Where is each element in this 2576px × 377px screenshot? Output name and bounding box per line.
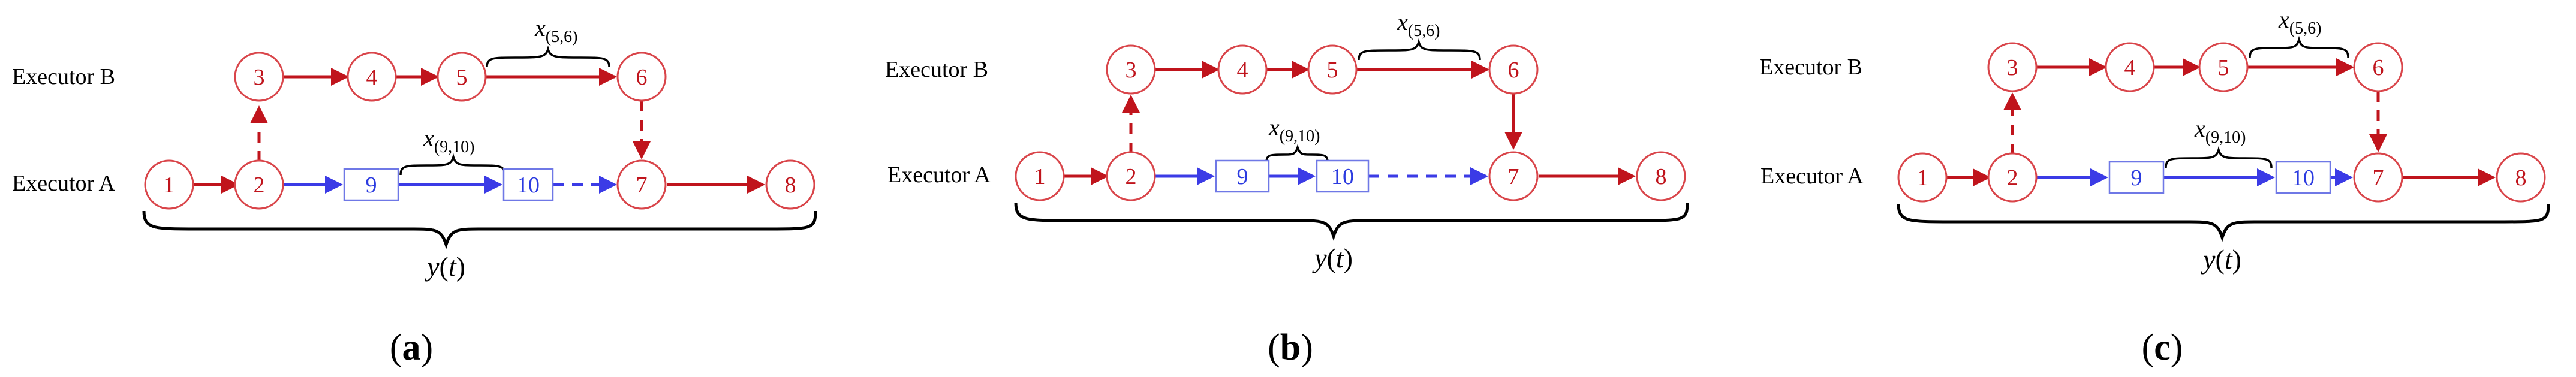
- svg-text:1: 1: [1034, 164, 1046, 189]
- node-8: 8: [765, 159, 815, 210]
- node-5: 5: [2198, 42, 2249, 92]
- svg-text:4: 4: [1237, 58, 1248, 83]
- svg-text:2: 2: [1126, 164, 1137, 189]
- caption-a: (a): [390, 327, 433, 368]
- brace-x910: [2165, 146, 2273, 168]
- node-9: 9: [2108, 161, 2165, 194]
- label-x910: x(9,10): [2194, 115, 2246, 147]
- executor-b-label: Executor B: [1759, 55, 1862, 80]
- svg-text:9: 9: [366, 173, 377, 198]
- panel-a: Executor B Executor A x(5,6) x(9,10) 1 2…: [12, 14, 817, 368]
- svg-text:4: 4: [2124, 55, 2136, 80]
- node-4: 4: [2105, 42, 2155, 92]
- node-8: 8: [1636, 151, 1686, 201]
- svg-text:2: 2: [2007, 165, 2018, 191]
- executor-a-label: Executor A: [12, 171, 116, 196]
- node-3: 3: [1987, 42, 2038, 92]
- svg-text:8: 8: [785, 173, 796, 198]
- node-2: 2: [1106, 151, 1156, 201]
- node-2: 2: [1987, 152, 2038, 203]
- node-3: 3: [1106, 44, 1156, 95]
- node-10: 10: [502, 168, 554, 201]
- label-x910: x(9,10): [423, 125, 474, 156]
- node-4: 4: [347, 52, 397, 102]
- node-10: 10: [1316, 159, 1370, 193]
- svg-text:5: 5: [456, 65, 468, 90]
- node-7: 7: [616, 159, 667, 210]
- node-1: 1: [144, 159, 194, 210]
- node-3: 3: [234, 52, 284, 102]
- node-9: 9: [1215, 159, 1270, 193]
- svg-text:5: 5: [2218, 55, 2229, 80]
- svg-text:2: 2: [254, 173, 265, 198]
- svg-text:3: 3: [1126, 58, 1137, 83]
- label-x56: x(5,6): [2278, 6, 2321, 38]
- svg-text:1: 1: [164, 173, 175, 198]
- node-6: 6: [1488, 44, 1539, 95]
- svg-text:3: 3: [254, 65, 265, 90]
- brace-x56: [486, 45, 610, 68]
- executor-a-label: Executor A: [1761, 164, 1864, 189]
- node-2: 2: [234, 159, 284, 210]
- svg-text:8: 8: [2515, 165, 2527, 191]
- svg-text:8: 8: [1656, 164, 1667, 189]
- executor-a-label: Executor A: [887, 162, 991, 188]
- brace-x910: [399, 153, 506, 176]
- brace-yt: [1897, 203, 2550, 242]
- svg-text:10: 10: [2292, 165, 2315, 191]
- brace-yt: [142, 210, 817, 249]
- node-7: 7: [2353, 152, 2403, 203]
- node-1: 1: [1897, 152, 1948, 203]
- executor-b-label: Executor B: [12, 64, 115, 89]
- node-9: 9: [343, 168, 399, 201]
- panel-c: Executor B Executor A x(5,6) x(9,10) 1 2…: [1759, 6, 2550, 368]
- panel-b: Executor B Executor A x(5,6) x(9,10) 1 2…: [885, 8, 1689, 368]
- node-5: 5: [1307, 44, 1358, 95]
- svg-text:3: 3: [2007, 55, 2018, 80]
- brace-yt: [1014, 202, 1689, 241]
- brace-x910: [1265, 144, 1329, 162]
- svg-text:1: 1: [1917, 165, 1928, 191]
- svg-text:4: 4: [366, 65, 378, 90]
- svg-text:6: 6: [1508, 58, 1519, 83]
- node-10: 10: [2275, 161, 2331, 194]
- label-x56: x(5,6): [1397, 8, 1440, 40]
- svg-text:5: 5: [1327, 58, 1338, 83]
- executor-b-label: Executor B: [885, 57, 988, 82]
- label-yt: y(t): [2201, 244, 2241, 275]
- svg-text:9: 9: [2131, 165, 2142, 191]
- label-yt: y(t): [425, 251, 465, 282]
- svg-text:7: 7: [636, 173, 648, 198]
- svg-text:10: 10: [1331, 164, 1354, 189]
- label-x56: x(5,6): [534, 14, 577, 46]
- svg-text:7: 7: [2373, 165, 2384, 191]
- label-x910: x(9,10): [1268, 114, 1320, 146]
- node-1: 1: [1015, 151, 1065, 201]
- svg-text:10: 10: [517, 173, 540, 198]
- node-6: 6: [2353, 42, 2403, 92]
- svg-text:7: 7: [1508, 164, 1519, 189]
- node-8: 8: [2496, 152, 2546, 203]
- caption-b: (b): [1268, 327, 1313, 368]
- node-6: 6: [616, 52, 667, 102]
- node-4: 4: [1217, 44, 1268, 95]
- brace-x56: [1358, 38, 1481, 61]
- brace-x56: [2249, 35, 2349, 58]
- caption-c: (c): [2142, 327, 2183, 368]
- svg-text:6: 6: [2373, 55, 2384, 80]
- label-yt: y(t): [1312, 243, 1353, 273]
- node-7: 7: [1488, 151, 1539, 201]
- node-5: 5: [437, 52, 487, 102]
- svg-text:6: 6: [636, 65, 648, 90]
- svg-text:9: 9: [1237, 164, 1248, 189]
